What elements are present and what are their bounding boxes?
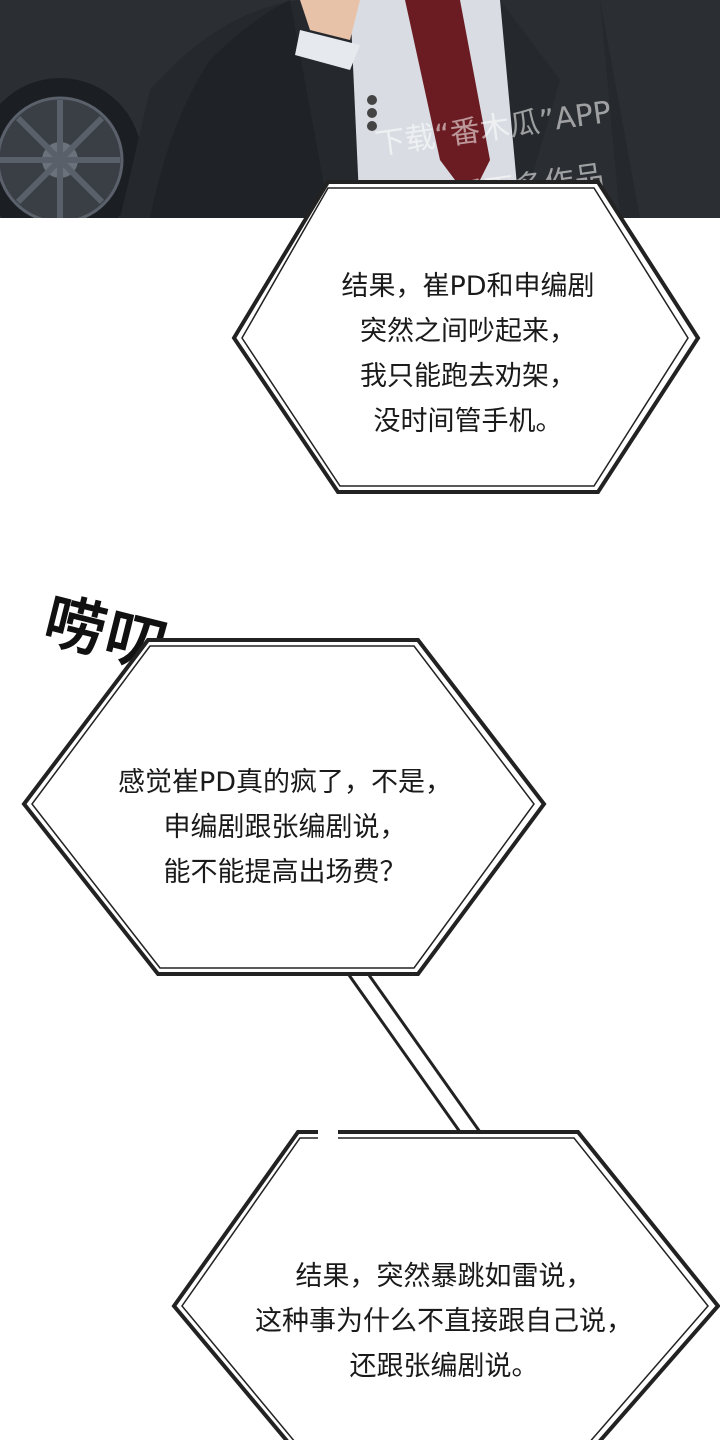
speech-bubble-2: 感觉崔PD真的疯了，不是， 申编剧跟张编剧说， 能不能提高出场费？ xyxy=(18,634,552,980)
speech-bubble-3-text: 结果，突然暴跳如雷说， 这种事为什么不直接跟自己说， 还跟张编剧说。 xyxy=(168,1254,720,1389)
speech-bubble-1-text: 结果，崔PD和申编剧 突然之间吵起来， 我只能跑去劝架， 没时间管手机。 xyxy=(228,264,708,444)
bubble-2-line-1: 感觉崔PD真的疯了，不是， xyxy=(117,767,453,798)
bubble-3-line-1: 结果，突然暴跳如雷说， xyxy=(295,1261,593,1292)
speech-bubble-3: 结果，突然暴跳如雷说， 这种事为什么不直接跟自己说， 还跟张编剧说。 xyxy=(168,1126,720,1440)
bubble-3-line-2: 这种事为什么不直接跟自己说， xyxy=(255,1306,633,1337)
suit-man-illustration xyxy=(0,0,720,218)
bubble-1-line-4: 没时间管手机。 xyxy=(373,406,563,437)
bubble-1-line-2: 突然之间吵起来， xyxy=(360,316,576,347)
bubble-2-line-2: 申编剧跟张编剧说， xyxy=(163,812,407,843)
bubble-1-line-1: 结果，崔PD和申编剧 xyxy=(341,271,595,302)
top-panel-illustration: 下载“番木瓜”APP 观看更多作品 xyxy=(0,0,720,218)
bubble-3-line-3: 还跟张编剧说。 xyxy=(349,1351,539,1382)
speech-bubble-1: 结果，崔PD和申编剧 突然之间吵起来， 我只能跑去劝架， 没时间管手机。 xyxy=(228,176,708,498)
bubble-1-line-3: 我只能跑去劝架， xyxy=(360,361,576,392)
speech-bubble-2-text: 感觉崔PD真的疯了，不是， 申编剧跟张编剧说， 能不能提高出场费？ xyxy=(18,760,552,895)
bubble-2-line-3: 能不能提高出场费？ xyxy=(163,857,407,888)
